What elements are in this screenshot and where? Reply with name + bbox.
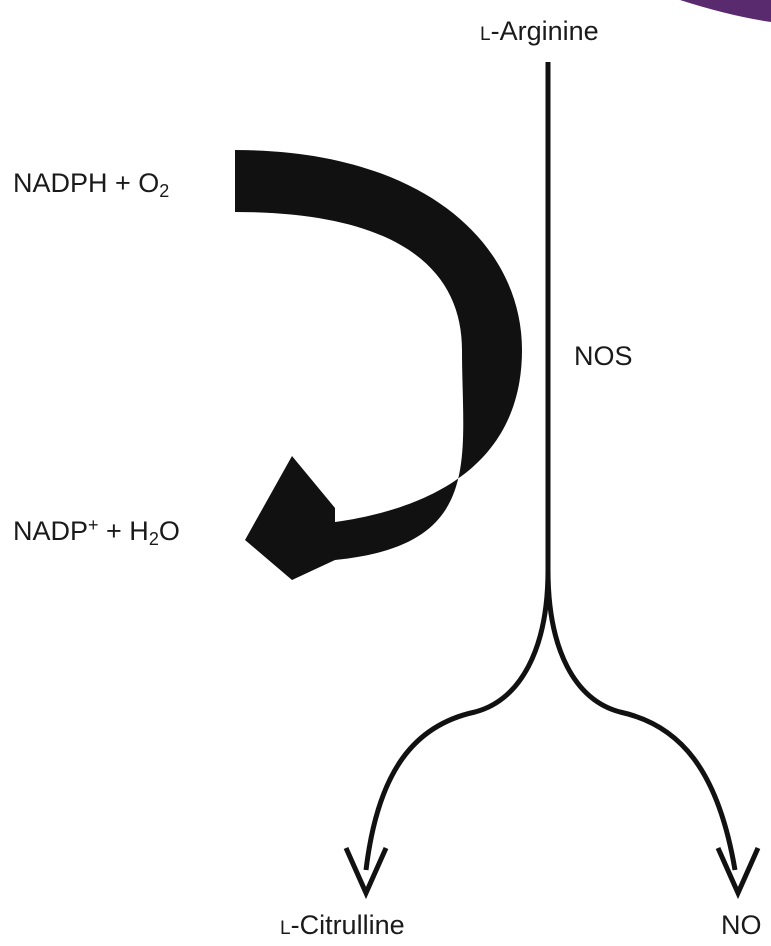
arrowhead-no — [715, 846, 761, 900]
label-no: NO — [721, 910, 762, 940]
label-arginine: L-Arginine — [480, 16, 599, 46]
label-nadp-h2o: NADP+ + H2O — [13, 515, 180, 549]
label-citrulline: L-Citrulline — [280, 910, 405, 940]
branch-to-citrulline — [363, 569, 551, 871]
cofactor-arrow-main — [235, 150, 522, 580]
corner-accent — [680, 0, 771, 22]
label-nadph-o2: NADPH + O2 — [13, 168, 170, 201]
label-nos: NOS — [574, 341, 633, 371]
branch-to-no — [545, 569, 738, 871]
arrowhead-citrulline — [343, 846, 389, 900]
